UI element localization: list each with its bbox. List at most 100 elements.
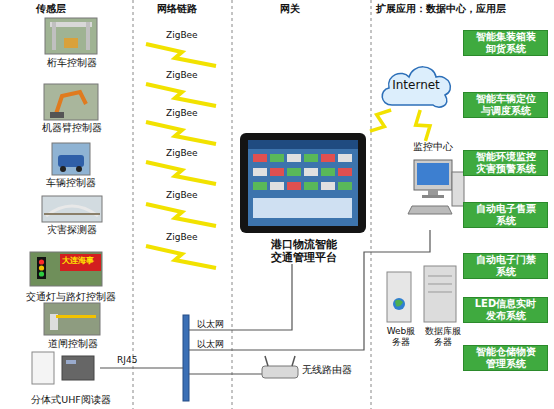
screen-button — [287, 168, 301, 176]
column-divider — [371, 0, 372, 409]
node-label: 道闸控制器 — [48, 338, 98, 349]
light-green — [39, 271, 44, 276]
sensor-device: 车辆控制器 — [40, 141, 102, 188]
wireless-link — [370, 110, 391, 131]
server-slot — [428, 292, 452, 293]
wireless-link — [416, 110, 430, 141]
monitor-screen — [417, 163, 449, 185]
node-label: 机器臂控制器 — [42, 122, 102, 133]
node-label: 桁车控制器 — [47, 57, 97, 68]
layer-header: 网关 — [280, 3, 300, 14]
sensor-device: 道闸控制器 — [38, 301, 108, 349]
node-label: 车辆控制器 — [46, 177, 96, 188]
protocol-label: ZigBee — [166, 149, 198, 159]
monitor-base — [422, 195, 444, 198]
screen-button — [253, 168, 267, 176]
router-antenna — [265, 356, 268, 366]
tablet-frame — [240, 133, 366, 233]
led-sign-text: 大连海事 — [62, 257, 94, 266]
port-label: RJ45 — [117, 356, 137, 366]
screen-button — [338, 154, 352, 162]
screen-button — [338, 168, 352, 176]
ethernet-bus — [183, 315, 189, 401]
column-divider — [133, 0, 134, 409]
application-system: 智能车辆定位 与调度系统 — [463, 92, 548, 118]
pc-tower — [452, 172, 464, 206]
screen-button — [304, 168, 318, 176]
tablet-screen — [248, 140, 358, 226]
server-tower — [424, 266, 456, 322]
screen-button — [253, 154, 267, 162]
screen-panel — [253, 198, 352, 218]
node-label: 港口物流智能 交通管理平台 — [267, 238, 341, 264]
device-photo — [45, 18, 97, 54]
node-label: Web服 务器 — [382, 326, 420, 348]
gate-bar — [56, 315, 96, 318]
node-label: 自动电子门禁 系统 — [472, 254, 539, 278]
node-label: 分体式UHF阅读器 — [31, 394, 111, 405]
network-label: 以太网 — [197, 340, 224, 350]
wheel — [60, 166, 66, 172]
wheel — [76, 166, 82, 172]
screen-button — [338, 182, 352, 190]
light-red — [39, 259, 44, 264]
node-label: 自动电子售票 系统 — [472, 203, 539, 227]
reader-panel — [66, 360, 76, 364]
node-label: 智能集装箱装 卸货系统 — [472, 31, 539, 55]
node-label: 智能仓储物资 管理系统 — [472, 346, 539, 370]
web-server: Web服 务器 — [382, 268, 420, 348]
internet-cloud: Internet — [378, 60, 454, 110]
rj45-wire — [100, 367, 183, 368]
protocol-label: ZigBee — [166, 233, 198, 243]
uhf-reader — [62, 356, 94, 380]
device-photo — [30, 252, 102, 286]
web-globe — [393, 298, 405, 310]
sensor-device: 灾害探测器 — [36, 194, 108, 235]
led-sign — [60, 254, 101, 271]
arm-base — [50, 112, 64, 118]
database-server: 数据库服 务器 — [420, 262, 466, 348]
screen-button — [253, 182, 267, 190]
container-block — [64, 38, 78, 48]
device-photo — [52, 143, 90, 175]
node-label: 交通灯与路灯控制器 — [26, 291, 116, 302]
gateway-platform: 港口物流智能 交通管理平台 — [238, 131, 370, 264]
monitor-stand — [428, 190, 438, 195]
screen-button — [270, 154, 284, 162]
zigbee-bolt — [146, 204, 216, 226]
device-photo — [44, 303, 100, 335]
sensor-device: 桁车控制器 — [38, 16, 106, 68]
column-divider — [232, 0, 233, 409]
ethernet-wire — [189, 230, 430, 350]
network-label: 以太网 — [197, 320, 224, 330]
node-label: 无线路由器 — [302, 364, 352, 375]
sensor-device: 分体式UHF阅读器 — [22, 350, 120, 405]
router-antenna — [292, 356, 295, 366]
bridge-deck — [44, 213, 100, 215]
layer-header: 传感层 — [36, 3, 66, 14]
protocol-label: ZigBee — [166, 109, 198, 119]
server-slot — [428, 276, 452, 277]
sensor-device: 机器臂控制器 — [36, 82, 108, 133]
zigbee-bolt — [146, 246, 216, 268]
node-label: 灾害探测器 — [47, 224, 97, 235]
server-slot — [428, 284, 452, 285]
uhf-antenna — [32, 352, 54, 384]
application-system: 智能仓储物资 管理系统 — [463, 345, 548, 371]
screen-header — [248, 140, 358, 149]
wireless-router: 无线路由器 — [258, 356, 354, 384]
screen-button — [270, 182, 284, 190]
node-label: 数据库服 务器 — [420, 326, 466, 348]
screen-button — [304, 182, 318, 190]
zigbee-bolt — [146, 162, 216, 184]
node-label: 智能环境监控 灾害预警系统 — [472, 151, 539, 175]
protocol-label: ZigBee — [166, 71, 198, 81]
screen-button — [287, 154, 301, 162]
screen-button — [287, 182, 301, 190]
node-label: Internet — [392, 78, 440, 92]
robot-arm — [56, 92, 86, 114]
screen-button — [270, 168, 284, 176]
screen-buttons — [253, 154, 352, 218]
traffic-light — [37, 257, 46, 279]
